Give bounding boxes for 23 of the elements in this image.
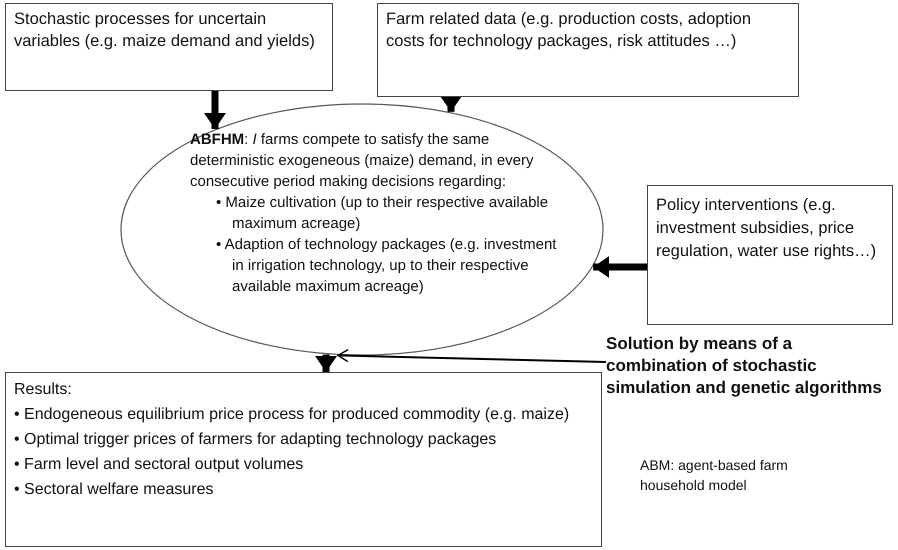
bullet-item: • Endogeneous equilibrium price process for produced commodity (e.g. maize) — [14, 405, 570, 425]
block-arrow — [315, 354, 337, 372]
node-text: Policy interventions (e.g. investment subsidies, price regulation, water use rights…) — [656, 195, 878, 262]
bullet-item: • Adaption of technology packages (e.g. investment in irrigation technology, up to their respective available maximum acreage) — [216, 235, 558, 297]
process-box — [5, 3, 333, 91]
bullet-item: • Optimal trigger prices of farmers for adapting technology packages — [14, 430, 498, 450]
bullet-item: • Farm level and sectoral output volumes — [14, 455, 304, 475]
block-arrow — [204, 91, 226, 130]
node-text: Solution by means of a combination of stochastic simulation and genetic algorithms — [606, 333, 883, 399]
bullet-item: • Maize cultivation (up to their respective available maximum acreage) — [216, 193, 550, 234]
bullet-item: • Sectoral welfare measures — [14, 480, 214, 500]
arrow — [337, 348, 606, 363]
note-text: ABM: agent-based farm household model — [640, 456, 789, 495]
process-box — [377, 3, 799, 97]
model-ellipse — [120, 103, 604, 356]
block-arrow — [440, 96, 462, 112]
process-box — [5, 372, 602, 547]
block-arrow — [593, 256, 647, 278]
node-text: Stochastic processes for uncertain variables (e.g. maize demand and yields) — [14, 9, 316, 52]
process-box — [647, 185, 893, 325]
node-text: Farm related data (e.g. production costs, adoption costs for technology packages, risk attitudes …) — [386, 9, 752, 52]
node-text: Results: — [14, 380, 73, 400]
node-text: ABFHM: I farms compete to satisfy the same deterministic exogeneous (maize) demand, in every consecutive period making decisions regarding: — [190, 130, 534, 192]
